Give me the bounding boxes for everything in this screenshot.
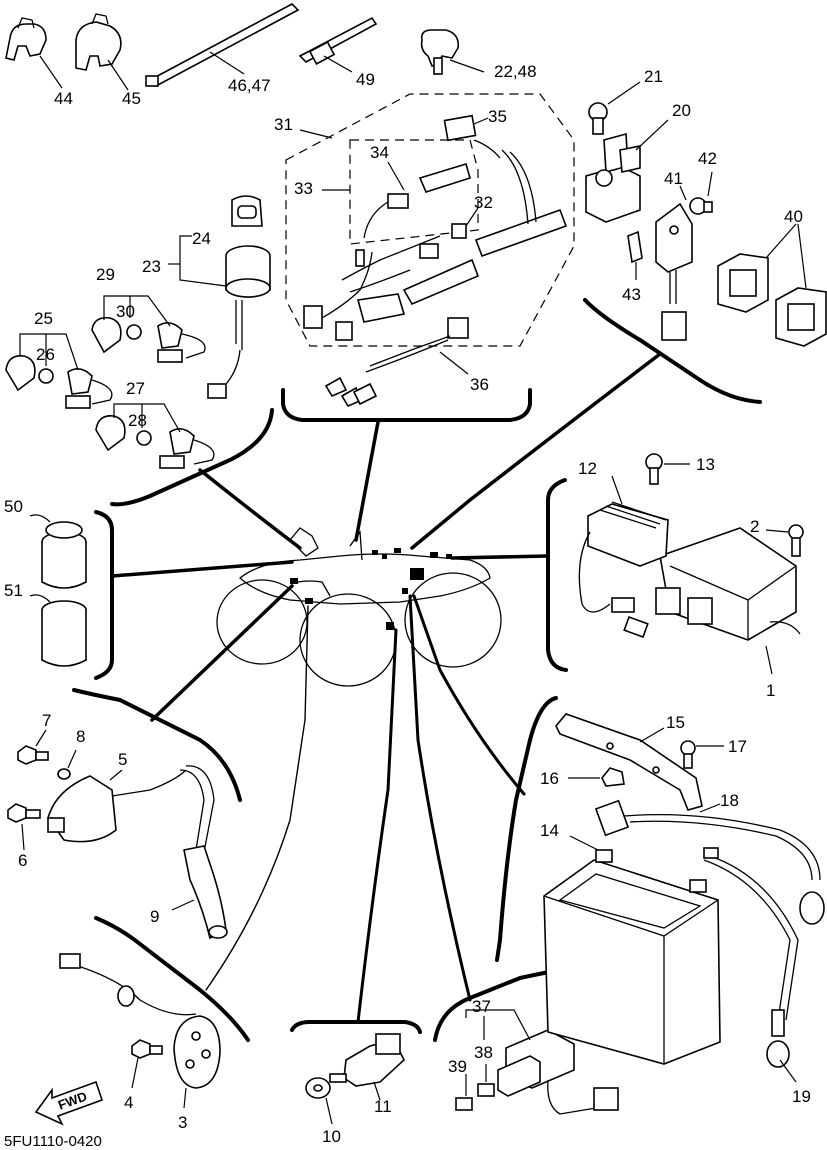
clamp-44 bbox=[5, 17, 63, 89]
clip-43 bbox=[627, 230, 643, 280]
connector-lines bbox=[110, 352, 662, 1024]
washer-8 bbox=[57, 749, 77, 780]
label-29: 29 bbox=[96, 265, 115, 284]
label-39: 39 bbox=[448, 1057, 467, 1076]
fuse-box-37-39 bbox=[455, 1009, 619, 1115]
label-24: 24 bbox=[192, 229, 211, 248]
label-17: 17 bbox=[728, 737, 747, 756]
label-6: 6 bbox=[18, 851, 27, 870]
label-25: 25 bbox=[34, 309, 53, 328]
label-46-47: 46,47 bbox=[228, 76, 271, 95]
label-18: 18 bbox=[720, 791, 739, 810]
label-43: 43 bbox=[622, 285, 641, 304]
screw-42 bbox=[689, 171, 713, 215]
label-16: 16 bbox=[540, 769, 559, 788]
sleeve-51 bbox=[29, 594, 87, 667]
label-21: 21 bbox=[644, 67, 663, 86]
label-40: 40 bbox=[784, 207, 803, 226]
wire-harness-group bbox=[285, 93, 575, 347]
rectifier-12 bbox=[578, 475, 669, 639]
label-20: 20 bbox=[672, 101, 691, 120]
label-3: 3 bbox=[178, 1113, 187, 1132]
label-28: 28 bbox=[128, 411, 147, 430]
label-34: 34 bbox=[370, 143, 389, 162]
socket-50 bbox=[29, 514, 87, 589]
label-44: 44 bbox=[54, 89, 73, 108]
bulb-socket-27-28 bbox=[95, 403, 215, 469]
battery-14 bbox=[543, 835, 721, 1065]
bolt-21 bbox=[588, 81, 641, 135]
label-31: 31 bbox=[274, 115, 293, 134]
label-10: 10 bbox=[322, 1127, 341, 1146]
label-15: 15 bbox=[666, 713, 685, 732]
battery-lead-19 bbox=[703, 847, 799, 1083]
bolt-2 bbox=[765, 524, 804, 557]
label-9: 9 bbox=[150, 907, 159, 926]
label-30: 30 bbox=[116, 302, 135, 321]
switch-11 bbox=[329, 1033, 405, 1101]
drawing-code: 5FU1110-0420 bbox=[4, 1133, 102, 1150]
label-50: 50 bbox=[4, 497, 23, 516]
part-labels: 44 45 46,47 49 22,48 21 20 35 31 34 42 4… bbox=[4, 62, 811, 1150]
bolt-7 bbox=[17, 729, 49, 765]
label-22-48: 22,48 bbox=[494, 62, 537, 81]
label-19: 19 bbox=[792, 1087, 811, 1106]
clamp-45 bbox=[75, 13, 129, 91]
label-12: 12 bbox=[578, 459, 597, 478]
clamp-22-48 bbox=[420, 29, 485, 75]
starter-relay-20 bbox=[585, 119, 669, 223]
label-32: 32 bbox=[474, 193, 493, 212]
clip-49 bbox=[298, 16, 378, 73]
label-7: 7 bbox=[42, 711, 51, 730]
label-45: 45 bbox=[122, 89, 141, 108]
battery-band-15 bbox=[555, 713, 703, 811]
label-23: 23 bbox=[142, 257, 161, 276]
washer-10 bbox=[305, 1077, 333, 1125]
label-14: 14 bbox=[540, 821, 559, 840]
label-51: 51 bbox=[4, 581, 23, 600]
bulb-socket-25-26 bbox=[5, 333, 113, 409]
cdi-unit-1 bbox=[655, 527, 801, 675]
vehicle-silhouette bbox=[216, 527, 502, 687]
label-35: 35 bbox=[488, 107, 507, 126]
pickup-coil-3 bbox=[59, 953, 221, 1109]
label-5: 5 bbox=[118, 750, 127, 769]
label-33: 33 bbox=[294, 179, 313, 198]
bolt-13 bbox=[645, 453, 690, 485]
bulb-socket-29-30 bbox=[91, 295, 206, 363]
relays-40 bbox=[717, 223, 827, 347]
label-1: 1 bbox=[766, 681, 775, 700]
label-2: 2 bbox=[750, 517, 759, 536]
label-41: 41 bbox=[664, 169, 683, 188]
bolt-6 bbox=[7, 803, 41, 851]
label-26: 26 bbox=[36, 345, 55, 364]
label-36: 36 bbox=[470, 375, 489, 394]
label-27: 27 bbox=[126, 379, 145, 398]
label-8: 8 bbox=[76, 727, 85, 746]
label-37: 37 bbox=[472, 997, 491, 1016]
relay-41 bbox=[655, 185, 693, 341]
label-38: 38 bbox=[474, 1043, 493, 1062]
label-13: 13 bbox=[696, 455, 715, 474]
bolt-4 bbox=[131, 1039, 163, 1089]
damper-16 bbox=[568, 767, 625, 787]
main-switch-23-24 bbox=[168, 195, 271, 399]
battery-lead-18 bbox=[594, 799, 825, 925]
ignition-coil-5 bbox=[47, 769, 187, 843]
label-49: 49 bbox=[356, 70, 375, 89]
plug-cap-9 bbox=[171, 765, 228, 940]
harness-36 bbox=[324, 317, 469, 408]
label-11: 11 bbox=[374, 1097, 392, 1116]
cable-tie-46-47 bbox=[145, 3, 300, 87]
label-4: 4 bbox=[124, 1093, 133, 1112]
fwd-arrow: FWD bbox=[34, 1080, 104, 1126]
bolt-17 bbox=[680, 740, 724, 769]
label-42: 42 bbox=[698, 149, 717, 168]
